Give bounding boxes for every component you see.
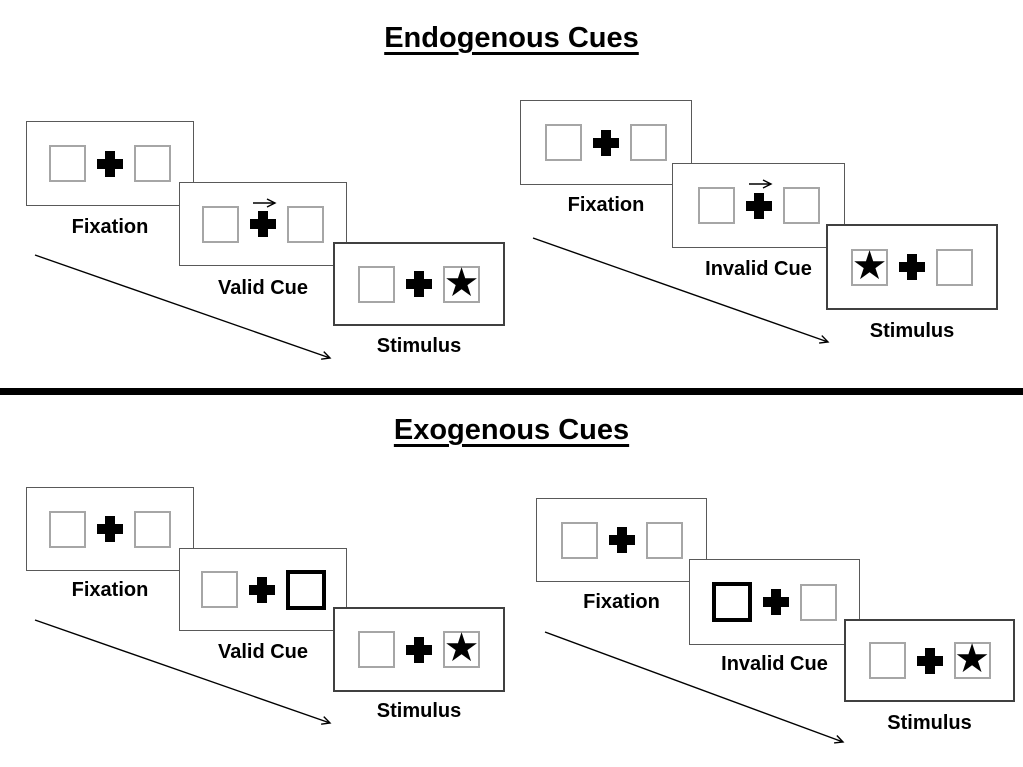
- fixation-cross-icon: [406, 271, 432, 297]
- left-box: [560, 521, 598, 559]
- right-box: [936, 248, 973, 286]
- frame-panel-valid-cue: [179, 182, 347, 266]
- right-box: [134, 145, 171, 182]
- time-arrow: [34, 254, 332, 360]
- left-box: [868, 642, 906, 679]
- right-box: [645, 521, 683, 559]
- right-box: ★: [443, 625, 480, 671]
- cue-box-left: [712, 582, 752, 622]
- fixation-cross-icon: [899, 254, 925, 280]
- star-icon: ★: [851, 242, 888, 289]
- left-box: [49, 510, 86, 548]
- frame-label: Fixation: [71, 579, 149, 601]
- frame-panel-invalid-cue: [672, 163, 845, 248]
- left-box: [358, 631, 395, 668]
- star-icon: ★: [954, 636, 990, 682]
- frame-label: Stimulus: [887, 712, 972, 734]
- cue-box-right: [285, 569, 326, 610]
- right-box: [800, 583, 837, 621]
- frame-label: Fixation: [567, 194, 645, 216]
- fixation-cross-icon: [593, 129, 619, 156]
- frame-panel-fixation: [536, 498, 707, 582]
- star-icon: ★: [443, 625, 480, 671]
- frame-label: Fixation: [583, 591, 660, 613]
- frame-label: Invalid Cue: [705, 258, 812, 280]
- right-box: [134, 510, 171, 548]
- fixation-cross-icon: [406, 636, 432, 663]
- right-box: ★: [443, 259, 480, 306]
- left-box: [545, 124, 582, 161]
- time-arrow: [544, 631, 845, 744]
- left-box: [358, 265, 395, 303]
- left-box: [202, 205, 239, 243]
- section-title-exogenous: Exogenous Cues: [393, 414, 630, 446]
- frame-panel-stimulus: ★: [333, 607, 505, 692]
- fixation-cross-icon: [250, 211, 276, 237]
- left-box: [49, 145, 86, 182]
- frame-label: Valid Cue: [217, 641, 309, 663]
- frame-panel-fixation: [26, 121, 194, 206]
- right-box: [287, 205, 324, 243]
- frame-panel-valid-cue: [179, 548, 347, 631]
- frame-panel-stimulus: ★: [844, 619, 1015, 702]
- right-box: [782, 187, 820, 224]
- fixation-cross-icon: [248, 576, 275, 603]
- right-arrow-cue-icon: [253, 198, 277, 208]
- frame-label: Stimulus: [376, 335, 462, 357]
- fixation-cross-icon: [763, 589, 789, 615]
- frame-label: Invalid Cue: [721, 653, 828, 675]
- right-box: [630, 124, 667, 161]
- section-divider: [0, 388, 1023, 395]
- fixation-cross-icon: [97, 516, 123, 542]
- section-title-endogenous: Endogenous Cues: [384, 22, 639, 54]
- frame-label: Stimulus: [869, 320, 955, 342]
- frame-label: Fixation: [71, 216, 149, 238]
- right-box: ★: [953, 636, 991, 682]
- fixation-cross-icon: [608, 527, 635, 553]
- right-arrow-cue-icon: [748, 179, 773, 189]
- frame-panel-invalid-cue: [689, 559, 860, 645]
- left-box: ★: [851, 242, 888, 289]
- time-arrow: [34, 619, 332, 725]
- left-box: [200, 571, 238, 608]
- fixation-cross-icon: [97, 150, 123, 177]
- frame-panel-stimulus: ★: [826, 224, 998, 310]
- frame-panel-fixation: [520, 100, 692, 185]
- star-icon: ★: [443, 259, 480, 306]
- frame-panel-stimulus: ★: [333, 242, 505, 326]
- frame-label: Valid Cue: [217, 277, 309, 299]
- frame-label: Stimulus: [376, 700, 462, 722]
- time-arrow: [532, 237, 830, 344]
- left-box: [697, 187, 735, 224]
- frame-panel-fixation: [26, 487, 194, 571]
- fixation-cross-icon: [745, 192, 772, 219]
- fixation-cross-icon: [916, 647, 943, 674]
